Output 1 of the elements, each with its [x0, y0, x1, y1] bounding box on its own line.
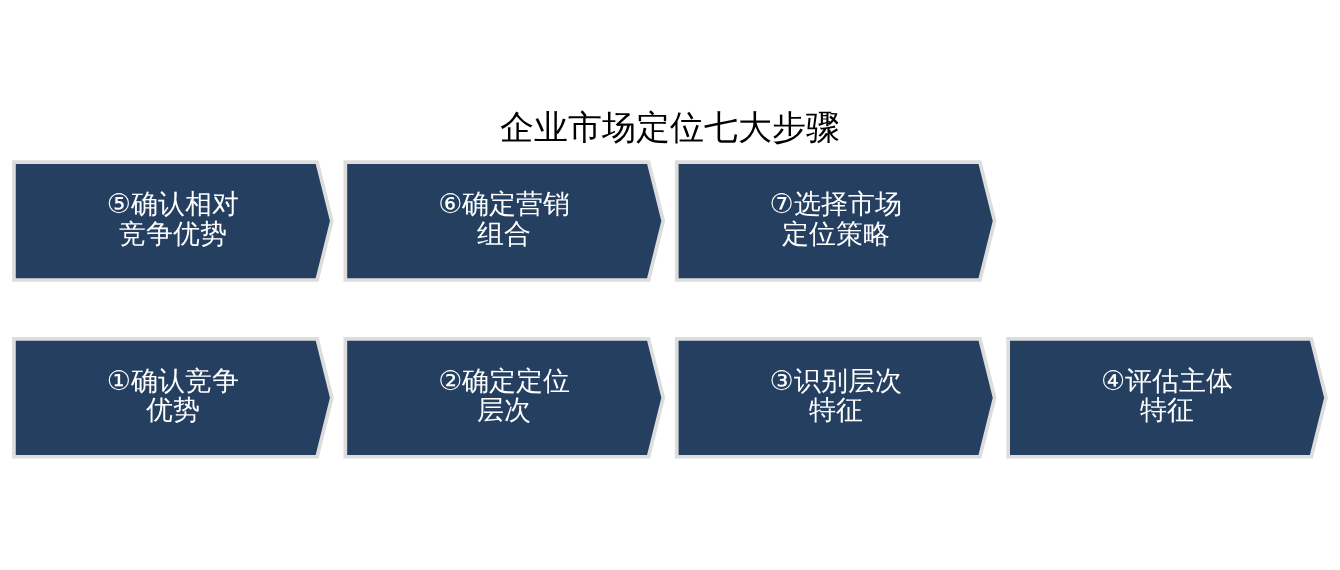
diagram-title: 企业市场定位七大步骤 [500, 106, 840, 147]
